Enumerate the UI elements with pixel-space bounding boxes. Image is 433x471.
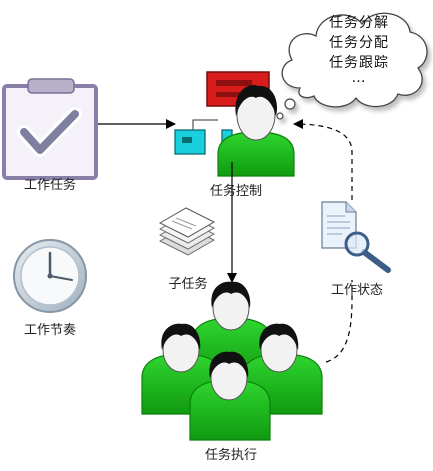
label-work-rhythm: 工作节奏 bbox=[23, 323, 77, 338]
cloud-line-track: 任务跟踪 bbox=[329, 55, 389, 71]
cloud-line-ellipsis: … bbox=[351, 70, 367, 86]
execution-person-front bbox=[189, 351, 271, 441]
dashed-return-lower bbox=[325, 280, 353, 363]
cloud-line-assign: 任务分配 bbox=[329, 35, 389, 51]
clock-icon bbox=[13, 239, 87, 313]
label-work-status: 工作状态 bbox=[330, 283, 384, 298]
dashed-return-upper bbox=[293, 119, 353, 200]
label-subtask: 子任务 bbox=[168, 277, 208, 292]
label-work-task: 工作任务 bbox=[23, 178, 77, 193]
label-task-control: 任务控制 bbox=[209, 184, 263, 199]
cloud-line-decompose: 任务分解 bbox=[329, 15, 389, 31]
controller-person bbox=[217, 85, 295, 177]
magnifier-icon bbox=[344, 231, 391, 273]
clipboard-icon bbox=[2, 78, 98, 180]
thought-cloud bbox=[276, 12, 428, 120]
label-task-execution: 任务执行 bbox=[204, 448, 258, 463]
paper-stack-icon bbox=[158, 207, 216, 256]
